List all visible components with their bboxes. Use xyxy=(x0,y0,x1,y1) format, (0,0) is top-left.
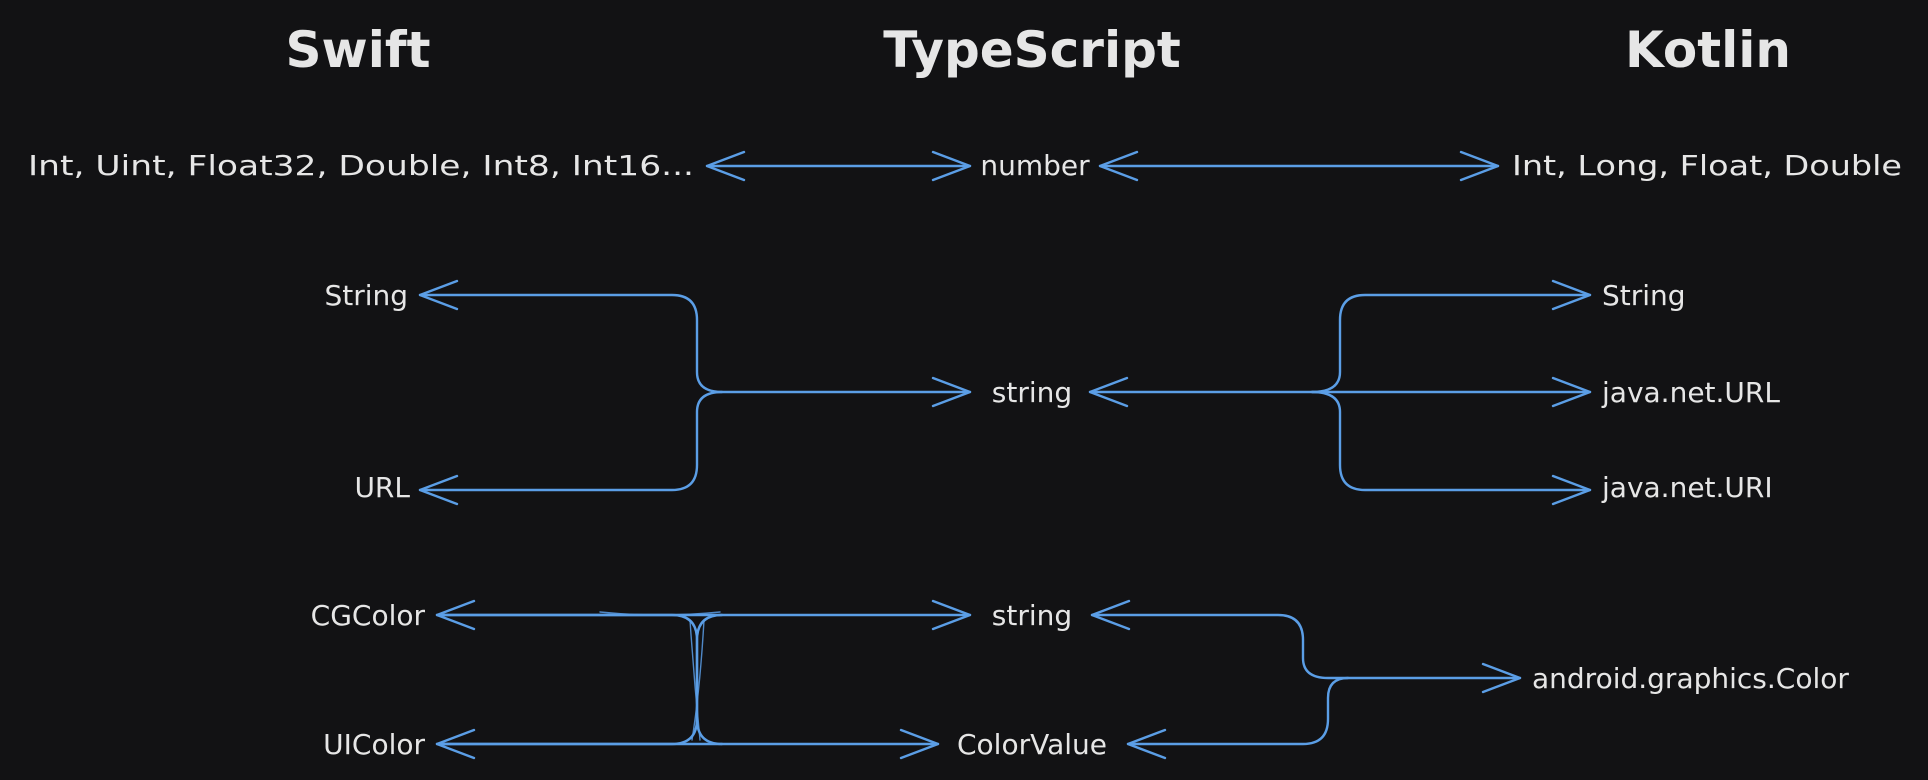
string-connectors xyxy=(418,279,1592,506)
swift-string-label: String xyxy=(324,279,408,312)
kotlin-uri-branch xyxy=(1310,390,1592,492)
swift-color-cross-down xyxy=(435,613,724,746)
swift-number-arrowhead-left xyxy=(705,150,746,182)
ts-number-arrowhead-right xyxy=(931,150,972,182)
ts-color-string-arrowhead-right xyxy=(931,599,972,631)
color-connectors xyxy=(435,599,1522,760)
kotlin-string-label: String xyxy=(1602,279,1686,312)
swift-color-cross-sketch-b xyxy=(691,619,705,741)
ts-string-arrowhead-right xyxy=(931,376,972,408)
kotlin-string-arrowhead xyxy=(1551,279,1592,311)
cgcolor-arrowhead xyxy=(435,599,476,631)
swift-url-label: URL xyxy=(354,471,410,504)
typescript-column-heading: TypeScript xyxy=(883,21,1181,79)
swift-url-branch xyxy=(418,390,724,492)
ts-color-string-arrowhead-left xyxy=(1090,599,1131,631)
swift-number-types-label: Int, Uint, Float32, Double, Int8, Int16.… xyxy=(28,149,694,182)
swift-string-arrowhead xyxy=(418,279,459,311)
kotlin-number-types-label: Int, Long, Float, Double xyxy=(1512,149,1902,182)
kotlin-color-arrowhead xyxy=(1481,662,1522,694)
ts-colorvalue-arrowhead-right xyxy=(899,728,940,760)
kotlin-url-arrowhead xyxy=(1551,376,1592,408)
ts-colorvalue-arrowhead-left xyxy=(1126,728,1167,760)
swift-color-cross-sketch-c xyxy=(599,611,721,616)
swift-color-cross-sketch-a xyxy=(689,619,701,741)
ts-colorvalue-label: ColorValue xyxy=(957,728,1107,761)
swift-color-cross-up xyxy=(435,613,724,746)
swift-url-arrowhead xyxy=(418,474,459,506)
swift-string-branch xyxy=(418,293,972,394)
swift-column-heading: Swift xyxy=(286,21,431,79)
number-connectors xyxy=(705,150,1500,182)
kotlin-number-arrowhead-right xyxy=(1459,150,1500,182)
kotlin-java-net-url-label: java.net.URL xyxy=(1601,376,1780,409)
kotlin-android-color-label: android.graphics.Color xyxy=(1532,662,1849,695)
ts-number-arrowhead-left xyxy=(1098,150,1139,182)
kotlin-column-heading: Kotlin xyxy=(1625,21,1791,79)
ts-string-label: string xyxy=(992,376,1072,409)
ts-number-label: number xyxy=(980,149,1090,182)
ts-colorvalue-to-kotlin xyxy=(1126,676,1350,746)
kotlin-java-net-uri-label: java.net.URI xyxy=(1601,471,1773,504)
ts-color-string-label: string xyxy=(992,599,1072,632)
swift-uicolor-label: UIColor xyxy=(323,728,425,761)
uicolor-arrowhead xyxy=(435,728,476,760)
ts-color-string-to-kotlin xyxy=(1090,613,1522,680)
ts-string-to-kotlin-main xyxy=(1088,293,1592,394)
ts-string-arrowhead-left xyxy=(1088,376,1129,408)
kotlin-uri-arrowhead xyxy=(1551,474,1592,506)
swift-cgcolor-label: CGColor xyxy=(311,599,426,632)
